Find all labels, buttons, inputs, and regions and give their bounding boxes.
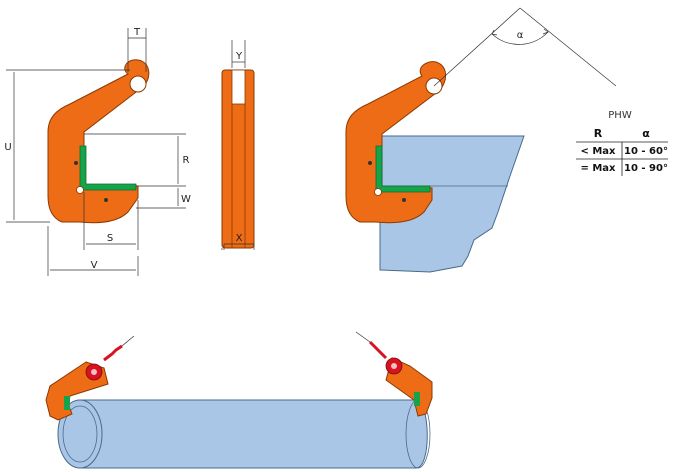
pipe-lift-view — [45, 331, 433, 469]
pivot-dot-icon — [391, 363, 397, 369]
front-view-dimensions — [6, 28, 186, 276]
clamp-pad — [414, 392, 420, 406]
table-title: PHW — [608, 110, 632, 121]
clamp-side-view — [221, 69, 255, 249]
side-slot — [231, 69, 246, 105]
lifting-eye-hole — [129, 75, 147, 93]
dimension-label-s: S — [107, 233, 113, 244]
dimension-label-y: Y — [235, 51, 243, 62]
clamp-on-plate-view — [345, 61, 525, 273]
side-view-dimensions — [221, 40, 255, 250]
angle-table: PHW R α < Max 10 - 60° = Max 10 - 90° — [576, 110, 668, 176]
dimension-label-r: R — [183, 155, 190, 166]
cam-pivot-hole — [374, 188, 382, 196]
pivot-dot-icon — [91, 369, 97, 375]
cam-pivot-hole — [76, 186, 84, 194]
pivot-dot-icon — [74, 161, 78, 165]
pivot-dot-icon — [104, 198, 108, 202]
lifting-cable — [355, 331, 371, 343]
clamp-front-view — [47, 59, 150, 224]
angle-indicator — [433, 7, 617, 87]
clamp-body — [47, 59, 150, 224]
table-cell: 10 - 60° — [624, 146, 668, 157]
pivot-dot-icon — [368, 161, 372, 165]
dimension-label-u: U — [4, 142, 11, 153]
pipe-body — [79, 399, 428, 469]
table-header-alpha: α — [642, 127, 650, 140]
dimension-label-x: X — [236, 233, 243, 244]
chain-link-icon — [368, 340, 388, 360]
table-header-r: R — [594, 127, 603, 140]
table-cell: = Max — [580, 163, 616, 174]
table-cell: < Max — [580, 146, 616, 157]
dimension-label-t: T — [133, 27, 141, 38]
angle-label: α — [517, 30, 524, 41]
clamp-pad — [64, 396, 70, 410]
pivot-dot-icon — [402, 198, 406, 202]
clamp-pad — [79, 145, 137, 191]
plate-load — [379, 135, 525, 273]
clamp-body — [345, 61, 446, 224]
chain-link-icon — [103, 344, 123, 362]
dimension-label-v: V — [91, 260, 98, 271]
dimension-label-w: W — [181, 194, 191, 205]
table-cell: 10 - 90° — [624, 163, 668, 174]
lifting-cable — [121, 335, 135, 347]
pipe-bore — [62, 405, 98, 463]
